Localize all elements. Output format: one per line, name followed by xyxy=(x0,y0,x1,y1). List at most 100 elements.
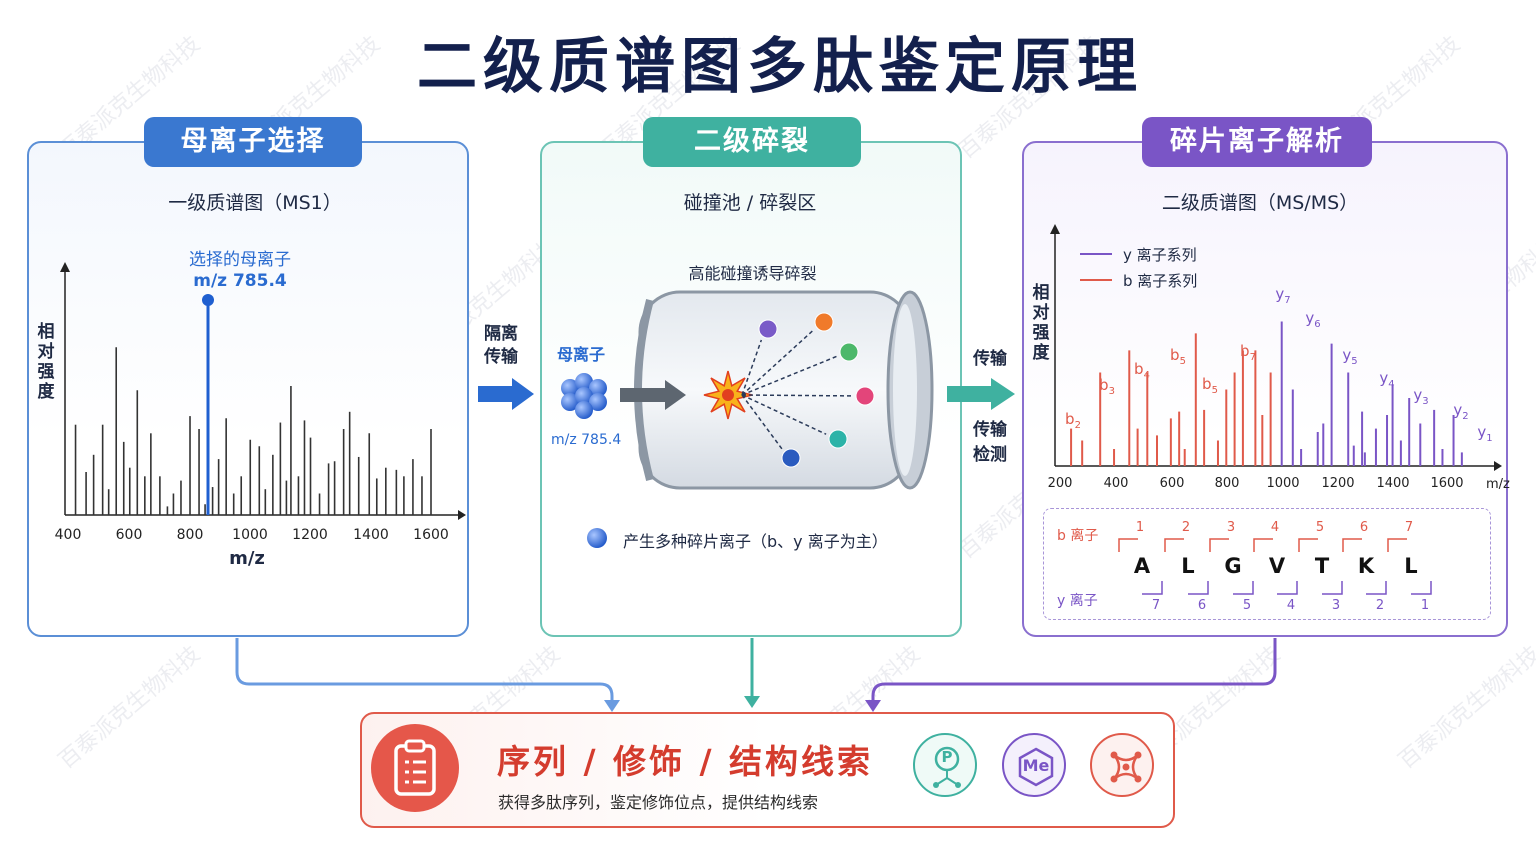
transfer-arrow-icon xyxy=(947,378,1015,410)
page-title: 二级质谱图多肽鉴定原理 xyxy=(417,32,1143,102)
structure-icon xyxy=(1090,733,1154,797)
b-ion-row-label: b 离子 xyxy=(1057,528,1099,544)
fragment-ion xyxy=(839,342,859,362)
ms1-x-tick-label: 800 xyxy=(177,527,204,543)
amino-acid-residue: G xyxy=(1224,554,1241,578)
fragment-ion xyxy=(781,448,801,468)
ms1-x-tick-label: 1400 xyxy=(353,527,389,543)
ms1-x-tick-label: 400 xyxy=(55,527,82,543)
b-ion-index: 5 xyxy=(1316,520,1324,535)
isolation-arrow-icon xyxy=(478,378,534,410)
fragment-trajectory xyxy=(741,329,815,396)
msms-legend-swatches xyxy=(1080,253,1112,281)
selected-ion-mz: m/z 785.4 xyxy=(193,271,287,291)
y-cleavage-bracket xyxy=(1142,581,1163,595)
msms-x-tick-label: 600 xyxy=(1160,476,1185,491)
b-cleavage-bracket xyxy=(1164,538,1184,552)
msms-header: 碎片离子解析 xyxy=(1142,117,1372,167)
y-cleavage-bracket xyxy=(1188,581,1209,595)
fragment-trajectory xyxy=(741,355,838,396)
collision-core xyxy=(722,389,734,401)
y-cleavage-bracket xyxy=(1233,581,1254,595)
msms-panel xyxy=(1022,141,1508,637)
methylation-icon: Me xyxy=(1002,733,1066,797)
isolation-transfer-label: 隔离传输 xyxy=(484,324,518,367)
y-cleavage-bracket xyxy=(1322,581,1343,595)
ms1-y-axis-label: 相对强度 xyxy=(37,322,55,402)
msms-y-axis-label: 相对强度 xyxy=(1032,283,1050,363)
fragment-ion xyxy=(814,312,834,332)
ms1-x-tick-label: 1200 xyxy=(292,527,328,543)
b-ion-index: 6 xyxy=(1360,520,1368,535)
msms-x-tick-label: 800 xyxy=(1215,476,1240,491)
phospho-label: P xyxy=(941,748,953,766)
msms-x-axis-arrow xyxy=(1494,461,1502,471)
y-ion-index: 2 xyxy=(1376,598,1384,613)
y-ion-index: 6 xyxy=(1198,598,1206,613)
ms1-spectrum-chart: 400 600 800 1000 1200 1400 1600 xyxy=(55,262,466,543)
fragment-trajectory xyxy=(741,394,853,397)
b-cleavage-bracket xyxy=(1118,538,1138,552)
parent-ion-mz: m/z 785.4 xyxy=(551,432,622,448)
ms1-subtitle: 一级质谱图（MS1） xyxy=(168,192,342,214)
ms1-header: 母离子选择 xyxy=(144,117,362,167)
y-cleavage-bracket xyxy=(1366,581,1387,595)
fragment-ion xyxy=(855,386,875,406)
ms1-x-tick-label: 1000 xyxy=(232,527,268,543)
parent-ion-cluster-icon xyxy=(561,373,607,419)
b-cleavage-bracket xyxy=(1342,538,1362,552)
b-cleavage-bracket xyxy=(1298,538,1318,552)
fragmentation-header: 二级碎裂 xyxy=(643,117,861,167)
ms1-x-axis-arrow xyxy=(458,510,466,520)
b-ion-index: 3 xyxy=(1227,520,1235,535)
parent-ion-label: 母离子 xyxy=(557,345,606,364)
y-ion-index: 4 xyxy=(1287,598,1295,613)
methyl-label: Me xyxy=(1022,756,1050,775)
amino-acid-residue: L xyxy=(1181,554,1194,578)
y-ion-index: 3 xyxy=(1332,598,1340,613)
result-description: 获得多肽序列，鉴定修饰位点，提供结构线索 xyxy=(498,793,819,812)
legend-y-series: y 离子系列 xyxy=(1123,246,1197,264)
b-ion-index: 1 xyxy=(1136,520,1144,535)
msms-x-tick-label: 1600 xyxy=(1430,476,1463,491)
cid-label: 高能碰撞诱导碎裂 xyxy=(688,264,817,283)
y-ion-row-label: y 离子 xyxy=(1057,593,1098,609)
selected-ion-marker xyxy=(202,294,214,306)
ms1-y-axis-arrow xyxy=(60,262,70,272)
b-ion-index: 7 xyxy=(1405,520,1413,535)
clipboard-icon xyxy=(371,724,459,812)
y-ion-index: 1 xyxy=(1421,598,1429,613)
amino-acid-residue: L xyxy=(1404,554,1417,578)
fragment-ions-legend: 产生多种碎片离子（b、y 离子为主） xyxy=(623,532,888,551)
amino-acid-residue: V xyxy=(1269,554,1286,578)
b-cleavage-bracket xyxy=(1253,538,1273,552)
msms-y-axis-arrow xyxy=(1050,224,1060,234)
msms-x-tick-label: 400 xyxy=(1104,476,1129,491)
fragment-trajectory xyxy=(741,394,827,435)
msms-x-tick-label: 1000 xyxy=(1266,476,1299,491)
transfer-label: 传输 xyxy=(973,349,1007,369)
y-cleavage-bracket xyxy=(1277,581,1298,595)
legend-b-series: b 离子系列 xyxy=(1123,272,1198,290)
ms1-x-axis-label: m/z xyxy=(229,548,265,569)
y-cleavage-bracket xyxy=(1411,581,1432,595)
msms-subtitle: 二级质谱图（MS/MS） xyxy=(1161,192,1359,214)
ms1-x-tick-label: 1600 xyxy=(413,527,449,543)
b-cleavage-bracket xyxy=(1209,538,1229,552)
selected-ion-label: 选择的母离子 xyxy=(189,250,291,270)
fragment-ion-legend-icon xyxy=(587,528,607,548)
msms-x-tick-label: 1400 xyxy=(1376,476,1409,491)
msms-x-tick-label: 200 xyxy=(1048,476,1073,491)
ms1-x-tick-label: 600 xyxy=(116,527,143,543)
collision-cell-subtitle: 碰撞池 / 碎裂区 xyxy=(683,192,817,214)
amino-acid-residue: A xyxy=(1134,554,1151,578)
result-title: 序列 / 修饰 / 结构线索 xyxy=(497,742,874,781)
amino-acid-residue: T xyxy=(1315,554,1330,578)
b-cleavage-bracket xyxy=(1387,538,1407,552)
y-ion-index: 5 xyxy=(1243,598,1251,613)
fragment-ion xyxy=(758,319,778,339)
msms-x-tick-label: 1200 xyxy=(1321,476,1354,491)
transfer-detect-label: 传输检测 xyxy=(973,420,1007,465)
